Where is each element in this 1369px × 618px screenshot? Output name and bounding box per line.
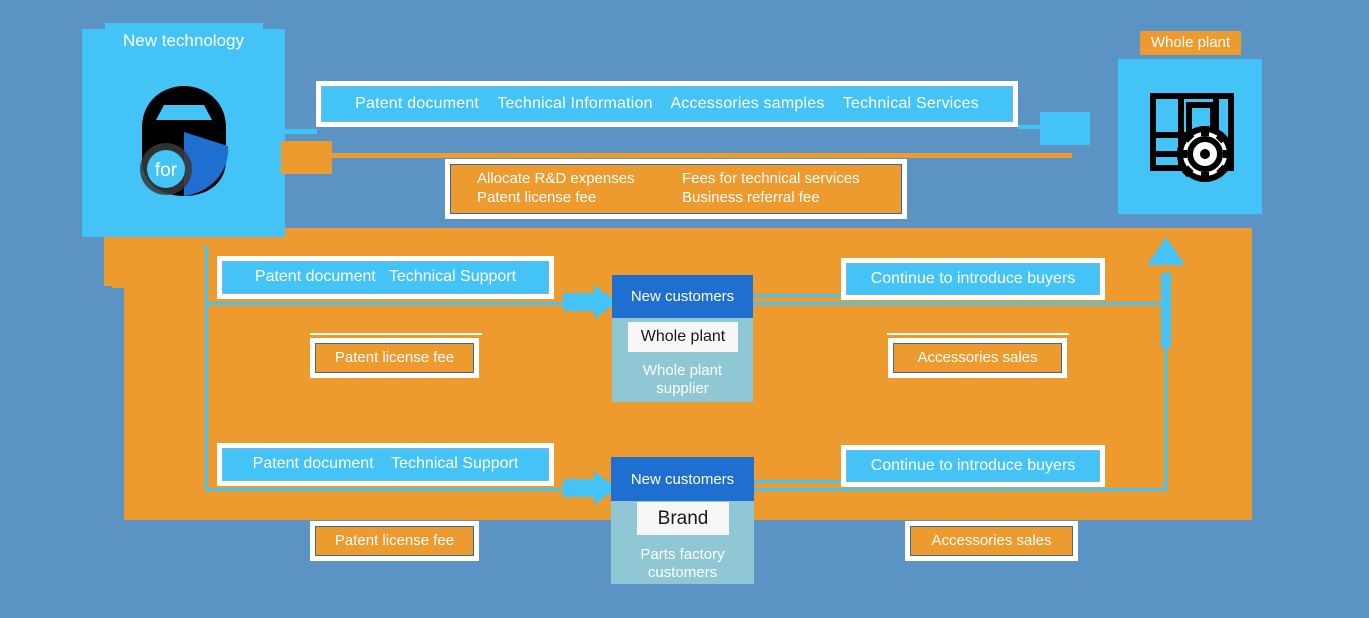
cyan-square-connector [1040,112,1090,145]
row-2-arrow-tail [563,479,595,497]
fees-column-left: Allocate R&D expenses Patent license fee [477,170,682,208]
row-1-right-bottom-text: Accessories sales [917,349,1038,367]
row-2-customer-head-text: New customers [630,470,735,488]
cyan-stub-left [1018,125,1044,129]
up-arrow-head [1147,237,1185,265]
new-technology-title-text: New technology [123,31,244,50]
row-1-left-bottom-text: Patent license fee [334,349,455,367]
new-technology-panel-cap [105,23,263,47]
row-1-right-top-chip[interactable]: Continue to introduce buyers [846,263,1100,295]
row-1-customer-badge: Whole plant [628,322,738,352]
inner-frame-left [205,302,208,491]
row-2-customer-head: New customers [611,457,754,501]
row-1-customer-body: Whole plant supplier [612,332,753,398]
row-2-right-bottom-text: Accessories sales [931,532,1052,550]
fees-right-line-1: Fees for technical services [682,170,860,188]
fees-column-right: Fees for technical services Business ref… [682,170,860,208]
row-2-customer-body: Parts factory customers [611,514,754,582]
row-1-left-top-chip[interactable]: Patent document Technical Support [222,261,549,294]
row-2-right-connector [754,480,848,483]
whole-plant-title-text: Whole plant [1150,34,1231,52]
factory-gear-icon [1148,88,1238,184]
row-1-customer-body-line-1: Whole plant [642,362,723,379]
cyan-logo-stub [285,129,317,134]
new-technology-title: New technology [82,31,285,51]
up-arrow-stem [1161,273,1171,348]
fees-left-line-2: Patent license fee [477,189,597,206]
row-2-right-top-text: Continue to introduce buyers [870,456,1076,474]
row-1-customer-body-line-2: supplier [656,380,709,397]
row-1-right-connector [753,294,849,297]
row-2-customer-body-line-1: Parts factory [640,546,725,563]
row-1-left-bottom-rule [310,333,482,335]
inner-frame-right [1164,302,1167,491]
fees-box[interactable]: Allocate R&D expenses Patent license fee… [450,164,902,214]
fees-right-line-2: Business referral fee [682,189,820,206]
top-services-banner[interactable]: Patent document Technical Information Ac… [321,86,1013,122]
row-1-right-bottom-chip[interactable]: Accessories sales [893,343,1062,373]
fees-left-line-1: Allocate R&D expenses [477,170,635,188]
top-services-banner-text: Patent document Technical Information Ac… [355,94,979,112]
row-1-left-top-text: Patent document Technical Support [254,268,517,286]
row-2-left-bottom-chip[interactable]: Patent license fee [315,526,474,556]
row-2-left-top-chip[interactable]: Patent document Technical Support [222,448,549,481]
row-2-customer-badge-text: Brand [657,507,709,529]
car-technology-icon: for [120,72,248,204]
whole-plant-title-chip: Whole plant [1140,31,1241,55]
row-1-arrow-head [594,285,617,319]
row-2-teal-sliver [740,520,754,584]
orange-horizontal-line [332,153,1072,158]
row-2-customer-badge: Brand [637,502,729,535]
row-2-left-bottom-text: Patent license fee [334,532,455,550]
row-1-right-top-text: Continue to introduce buyers [870,269,1076,287]
row-1-customer-badge-text: Whole plant [640,328,726,345]
row-1-customer-head: New customers [612,275,753,318]
row-2-left-top-text: Patent document Technical Support [252,455,519,473]
row-2-customer-card[interactable]: New customers Parts factory customers [611,457,754,584]
inner-frame-left-riser [205,245,208,305]
row-1-arrow-tail [563,293,595,311]
row-1-left-bottom-chip[interactable]: Patent license fee [315,343,474,373]
svg-text:for: for [155,160,178,181]
row-1-customer-head-text: New customers [630,288,735,305]
row-2-customer-body-line-2: customers [647,564,718,581]
orange-tab-connector [281,141,332,174]
row-2-right-top-chip[interactable]: Continue to introduce buyers [846,450,1100,482]
row-2-right-bottom-chip[interactable]: Accessories sales [910,526,1073,556]
row-1-right-bottom-rule [887,333,1069,335]
orange-notch-left [104,228,164,286]
